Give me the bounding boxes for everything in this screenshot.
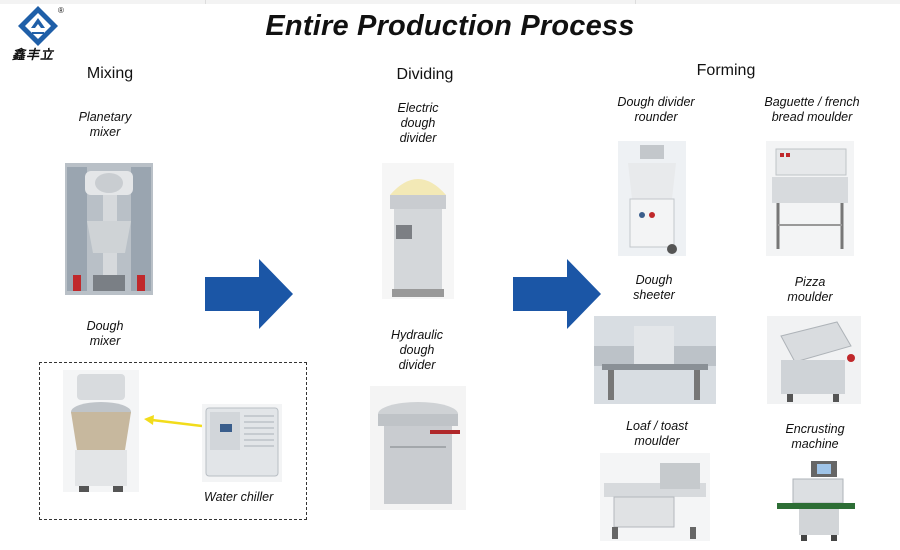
dough-mixer-group-box	[39, 362, 307, 520]
encrusting-machine-photo	[771, 459, 861, 541]
label-line: Loaf / toast	[626, 419, 688, 433]
baguette-moulder-label: Baguette / french bread moulder	[757, 95, 867, 125]
toast-moulder-label: Loaf / toast moulder	[612, 419, 702, 449]
dough-mixer-photo	[63, 370, 139, 492]
page-title: Entire Production Process	[265, 10, 635, 42]
top-strip	[0, 0, 900, 4]
electric-divider-label: Electric dough divider	[375, 101, 461, 146]
toast-moulder-photo	[600, 453, 710, 541]
divider-rounder-label: Dough divider rounder	[606, 95, 706, 125]
planetary-mixer-photo	[65, 163, 153, 295]
label-line: Hydraulic	[390, 328, 444, 342]
process-arrow-icon	[513, 259, 601, 329]
registered-mark: ®	[58, 6, 64, 15]
label-line: Dough	[635, 273, 673, 287]
water-chiller-photo	[202, 404, 282, 482]
hydraulic-divider-photo	[370, 386, 466, 510]
water-chiller-label: Water chiller	[204, 490, 274, 504]
hydraulic-divider-label: Hydraulic dough divider	[372, 328, 462, 373]
label-line: divider	[399, 131, 437, 145]
label-line: Dough	[86, 319, 124, 333]
label-line: sheeter	[633, 288, 675, 302]
divider-rounder-photo	[618, 141, 686, 256]
label-line: machine	[791, 437, 839, 451]
label-line: dough	[400, 116, 436, 130]
section-forming: Forming	[696, 62, 756, 79]
encrusting-machine-label: Encrusting machine	[772, 422, 858, 452]
label-line: Planetary	[78, 110, 132, 124]
pizza-moulder-label: Pizza moulder	[768, 275, 852, 305]
process-arrow-icon	[205, 259, 293, 329]
label-line: Baguette / french	[764, 95, 860, 109]
label-line: mixer	[89, 125, 121, 139]
company-logo-icon	[16, 4, 60, 64]
label-line: moulder	[634, 434, 680, 448]
label-line: divider	[398, 358, 436, 372]
label-line: bread moulder	[771, 110, 853, 124]
label-line: Electric	[397, 101, 439, 115]
section-mixing: Mixing	[86, 65, 134, 82]
label-line: Pizza	[794, 275, 826, 289]
label-line: Dough divider	[617, 95, 695, 109]
logo-text: 鑫丰立	[12, 48, 55, 63]
dough-sheeter-photo	[594, 316, 716, 404]
planetary-mixer-label: Planetary mixer	[60, 110, 150, 140]
label-line: Encrusting	[785, 422, 845, 436]
pizza-moulder-photo	[767, 316, 861, 404]
label-line: moulder	[787, 290, 833, 304]
dough-mixer-label: Dough mixer	[60, 319, 150, 349]
label-line: dough	[399, 343, 435, 357]
section-dividing: Dividing	[396, 66, 454, 83]
label-line: mixer	[89, 334, 121, 348]
label-line: rounder	[634, 110, 678, 124]
dough-sheeter-label: Dough sheeter	[612, 273, 696, 303]
baguette-moulder-photo	[766, 141, 854, 256]
connector-arrow-icon	[144, 415, 203, 428]
electric-divider-photo	[382, 163, 454, 299]
